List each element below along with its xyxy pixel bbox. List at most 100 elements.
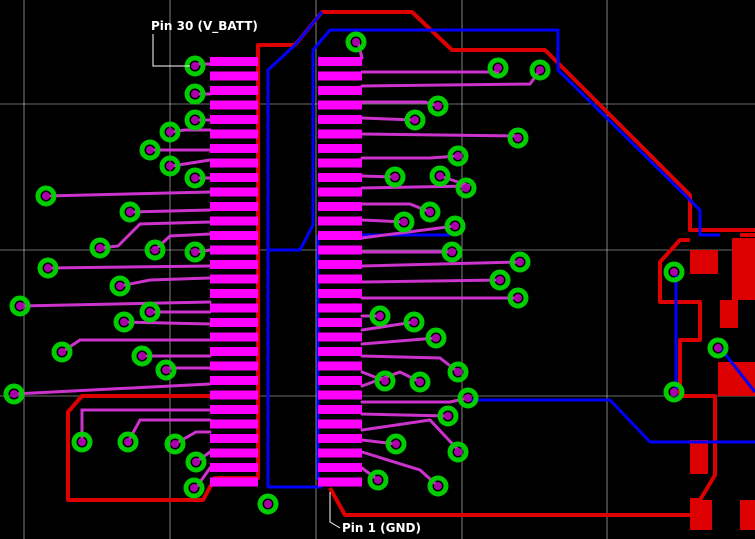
ic-pad [318,115,362,124]
pin30-label: Pin 30 (V_BATT) [151,19,258,33]
via [367,469,389,491]
ic-pad [210,405,258,414]
via-hole [411,116,419,124]
via [409,371,431,393]
ic-pad [210,245,258,255]
via-hole [444,412,452,420]
via [184,167,206,189]
ic-pad [210,71,258,81]
via-hole [191,116,199,124]
via-hole [264,500,272,508]
via-hole [494,64,502,72]
ic-pad [210,100,258,110]
via-hole [416,378,424,386]
via-hole [434,482,442,490]
ic-pads-right [318,57,362,487]
via [119,201,141,223]
ic-pad [210,158,258,168]
via-hole [162,366,170,374]
via-hole [138,352,146,360]
via [185,451,207,473]
via [385,433,407,455]
ic-pad [318,303,362,313]
via [455,177,477,199]
via-hole [166,162,174,170]
via [447,361,469,383]
via [487,57,509,79]
via-hole [391,173,399,181]
ic-pad [210,129,258,139]
via [509,251,531,273]
via [184,241,206,263]
via [441,241,463,263]
ic-pad [318,347,362,356]
via [444,215,466,237]
ic-pad [210,260,258,269]
via [117,431,139,453]
ic-pad [210,173,258,182]
via [164,433,186,455]
via-hole [120,318,128,326]
via-hole [151,246,159,254]
via [427,95,449,117]
ic-pad [210,361,258,371]
ic-pad [210,202,258,211]
via [35,185,57,207]
via [507,287,529,309]
via [707,337,729,359]
via-hole [166,128,174,136]
via-hole [454,448,462,456]
ic-pad [210,318,258,327]
ic-pad [210,57,258,66]
ic-pad [318,289,362,298]
vias [3,31,729,515]
via-hole [16,302,24,310]
ic-pad [210,216,258,226]
ic-pad [318,158,362,168]
ic-pad [318,434,362,443]
ic-pad [210,376,258,385]
label-leaders [152,34,341,529]
ic-pad [318,86,362,95]
via-hole [670,388,678,396]
ic-pad [318,187,362,197]
via [159,155,181,177]
via [71,431,93,453]
ic-pad [210,144,258,153]
ic-pad [318,419,362,429]
via-hole [171,440,179,448]
top-copper-pads [690,238,755,530]
via-hole [124,438,132,446]
via [139,301,161,323]
ic-pad [318,477,362,487]
ic-pad [210,448,258,458]
via-hole [191,90,199,98]
via [109,275,131,297]
via [37,257,59,279]
via-hole [464,394,472,402]
via [155,359,177,381]
ic-pad [318,202,362,211]
ic-pad [318,71,362,81]
via [663,261,685,283]
via-hole [58,348,66,356]
pin1-label: Pin 1 (GND) [342,521,421,535]
ic-pad [210,463,258,472]
via [489,269,511,291]
ic-pad [210,187,258,197]
via-hole [146,146,154,154]
via [89,237,111,259]
ic-pad [318,448,362,458]
ic-pad [318,390,362,400]
via-hole [516,258,524,266]
via-hole [514,134,522,142]
ic-pad [210,231,258,240]
via [429,165,451,187]
via-hole [432,334,440,342]
via-hole [44,264,52,272]
via [184,109,206,131]
via [393,211,415,233]
ic-pad [210,274,258,284]
via-hole [448,248,456,256]
